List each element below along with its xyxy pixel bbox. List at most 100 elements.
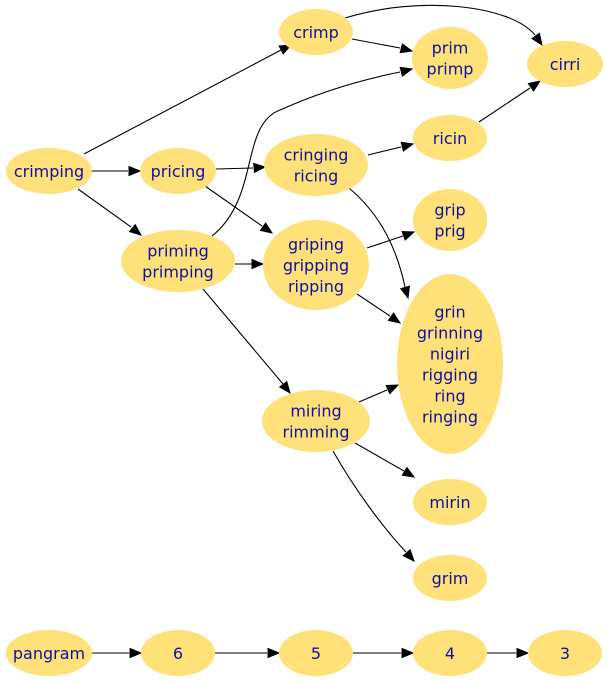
node-ellipse (413, 479, 487, 525)
arrowhead-icon (267, 647, 281, 659)
edge-ricin-to-cirri (478, 80, 542, 123)
arrowhead-icon (527, 80, 542, 92)
node-label: rigging (422, 366, 478, 385)
edge-pricing-to-cringing (215, 162, 267, 174)
node-label: crimping (14, 162, 84, 181)
edge-crimp-to-cirri (344, 4, 543, 47)
node-label: miring (290, 402, 341, 421)
arrowhead-icon (259, 222, 274, 234)
edge-n5-to-n4 (353, 647, 415, 659)
edge-priming-to-griping (235, 258, 265, 270)
edge-n4-to-n3 (487, 647, 530, 659)
arrowhead-icon (516, 647, 530, 659)
node-label: ripping (288, 277, 344, 296)
arrowhead-icon (401, 647, 415, 659)
node-label: grim (432, 569, 469, 588)
arrowhead-icon (278, 44, 293, 55)
node-label: ring (434, 387, 465, 406)
node-cirri: cirri (527, 41, 603, 87)
edge-line (202, 288, 284, 385)
node-n5: 5 (279, 630, 353, 676)
node-ellipse (279, 9, 353, 55)
node-ellipse (6, 148, 92, 194)
node-crimping: crimping (6, 148, 92, 194)
edge-cringing-to-ricin (367, 141, 415, 156)
edge-griping-to-grin (356, 293, 402, 324)
node-label: primping (142, 263, 214, 282)
edge-line (344, 4, 536, 36)
arrowhead-icon (129, 647, 143, 659)
arrowhead-icon (128, 223, 143, 236)
node-label: prig (434, 222, 465, 241)
node-label: 6 (173, 644, 183, 663)
node-label: prim (432, 39, 469, 58)
edge-crimp-to-prim (351, 38, 414, 54)
node-label: 5 (311, 644, 321, 663)
node-label: 4 (445, 644, 455, 663)
edges-layer (77, 4, 543, 659)
edge-pangram-to-n6 (92, 647, 143, 659)
edge-line (351, 38, 401, 49)
node-mirin: mirin (413, 479, 487, 525)
node-ellipse (263, 220, 369, 310)
edge-line (367, 146, 402, 156)
node-crimp: crimp (279, 9, 353, 55)
edge-line (478, 87, 531, 123)
arrowhead-icon (251, 258, 265, 270)
edge-pricing-to-griping (204, 185, 274, 234)
node-label: ricin (433, 129, 467, 148)
node-ellipse (413, 555, 487, 601)
edge-line (83, 49, 282, 155)
node-ellipse (279, 630, 353, 676)
edge-line (332, 450, 407, 553)
edge-miring-to-grim (332, 450, 415, 562)
node-ellipse (527, 41, 603, 87)
node-label: 3 (560, 644, 570, 663)
edge-line (356, 293, 391, 317)
edge-crimping-to-priming (77, 188, 143, 236)
arrowhead-icon (278, 380, 291, 395)
node-label: cirri (550, 55, 581, 74)
node-label: ricing (294, 167, 339, 186)
node-label: primp (427, 60, 474, 79)
node-ellipse (264, 134, 368, 196)
arrowhead-icon (387, 312, 402, 324)
arrowhead-icon (399, 66, 414, 77)
node-ellipse (413, 630, 487, 676)
edge-priming-to-prim (211, 66, 414, 237)
edge-line (348, 187, 406, 288)
node-n3: 3 (528, 630, 602, 676)
edge-crimping-to-crimp (83, 44, 293, 155)
edge-line (358, 389, 388, 403)
node-priming: priming primping (121, 230, 235, 292)
node-prim: prim primp (412, 27, 488, 89)
arrowhead-icon (402, 548, 415, 562)
arrowhead-icon (399, 285, 410, 300)
node-label: priming (147, 242, 209, 261)
arrowhead-icon (253, 162, 267, 174)
node-ellipse (262, 390, 370, 452)
edge-line (215, 167, 254, 170)
arrowhead-icon (385, 384, 400, 395)
node-label: crimp (293, 23, 339, 42)
node-label: pricing (151, 162, 206, 181)
node-ellipse (141, 630, 215, 676)
arrowhead-icon (401, 466, 416, 478)
node-n6: 6 (141, 630, 215, 676)
edge-miring-to-grin (358, 384, 400, 403)
arrowhead-icon (400, 141, 415, 152)
node-ellipse (121, 230, 235, 292)
node-label: ringing (422, 408, 478, 427)
node-pricing: pricing (140, 148, 216, 194)
edge-line (204, 185, 263, 227)
edge-n6-to-n5 (215, 647, 281, 659)
arrowhead-icon (128, 165, 142, 177)
node-ellipse (413, 189, 487, 251)
node-ellipse (528, 630, 602, 676)
node-label: mirin (429, 493, 470, 512)
